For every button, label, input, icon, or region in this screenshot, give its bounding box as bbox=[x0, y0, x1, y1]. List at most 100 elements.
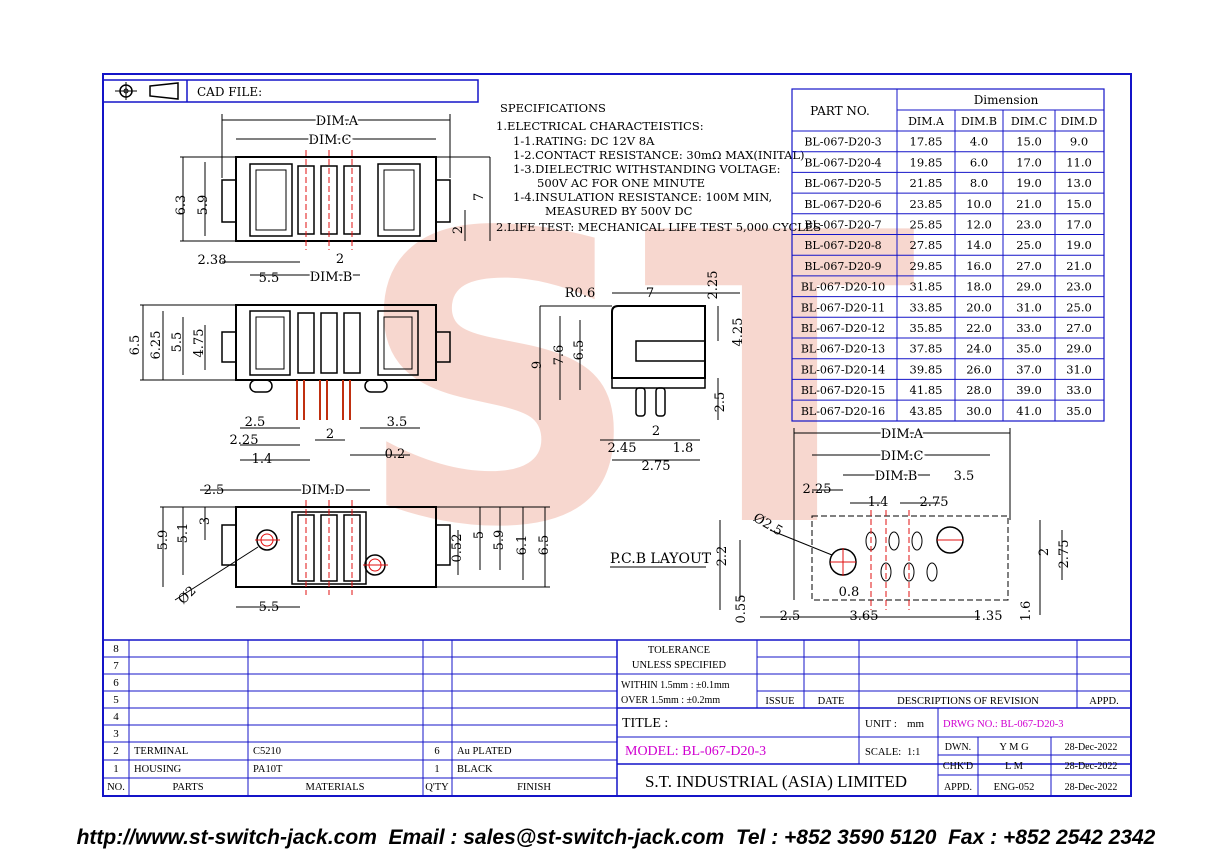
bom-item-terminal: TERMINAL C5210 6 Au PLATED bbox=[134, 746, 512, 757]
dimension-cell: 41.0 bbox=[1016, 404, 1042, 418]
quantity: 1 bbox=[434, 764, 439, 775]
model-number: MODEL: BL-067-D20-3 bbox=[625, 744, 766, 759]
bom-row-number: 4 bbox=[113, 711, 119, 723]
dimension-cell: 14.0 bbox=[966, 238, 992, 252]
dimension-cell: 43.85 bbox=[910, 404, 943, 418]
front-view: 6.5 6.25 5.5 4.75 2.5 2 3.5 2.25 1.4 0.2 bbox=[128, 304, 451, 467]
dim-1-4: 1.4 bbox=[868, 495, 889, 510]
part-number-cell: BL-067-D20-5 bbox=[804, 177, 881, 190]
dim-2-2: 2.2 bbox=[715, 546, 730, 567]
signoff-name: Y M G bbox=[999, 742, 1029, 753]
dim-3-65: 3.65 bbox=[850, 609, 879, 624]
dimension-header: Dimension bbox=[974, 93, 1039, 107]
dim-7: 7 bbox=[646, 286, 654, 301]
finish: Au PLATED bbox=[457, 746, 512, 757]
dimension-cell: 31.85 bbox=[910, 280, 943, 294]
dim-2: 2 bbox=[652, 424, 660, 439]
company-name: S.T. INDUSTRIAL (ASIA) LIMITED bbox=[645, 772, 907, 791]
dim-2-5: 2.5 bbox=[713, 392, 728, 413]
dim-2: 2 bbox=[336, 252, 344, 267]
dimension-cell: 10.0 bbox=[966, 197, 992, 211]
st-watermark: ST bbox=[355, 150, 918, 615]
dim-5: 5 bbox=[472, 531, 487, 539]
part-number-cell: BL-067-D20-7 bbox=[804, 219, 881, 232]
dimension-cell: 15.0 bbox=[1066, 197, 1092, 211]
unit-label: UNIT : bbox=[865, 718, 897, 730]
part-number-cell: BL-067-D20-9 bbox=[804, 260, 881, 273]
dim-1-35: 1.35 bbox=[974, 609, 1003, 624]
signoff-name: L M bbox=[1005, 761, 1024, 772]
dimension-cell: 35.0 bbox=[1066, 404, 1092, 418]
dim-0-8: 0.8 bbox=[839, 585, 860, 600]
specifications: SPECIFICATIONS 1.ELECTRICAL CHARACTEISTI… bbox=[496, 101, 821, 234]
part-number-cell: BL-067-D20-10 bbox=[801, 281, 885, 294]
part-number-cell: BL-067-D20-6 bbox=[804, 198, 881, 211]
dim-2-5: 2.5 bbox=[204, 483, 225, 498]
dim-5-5: 5.5 bbox=[259, 600, 280, 615]
dim-7-6: 7.6 bbox=[552, 345, 567, 366]
title-label: TITLE : bbox=[622, 716, 668, 731]
dimension-cell: 23.0 bbox=[1016, 218, 1042, 232]
dimension-cell: 25.0 bbox=[1016, 238, 1042, 252]
dim-4-25: 4.25 bbox=[731, 318, 746, 347]
part-number-cell: BL-067-D20-4 bbox=[804, 156, 881, 169]
bom-row-number: 8 bbox=[113, 643, 119, 655]
bom-header-no: NO. bbox=[107, 782, 125, 793]
dim-2-5: 2.5 bbox=[245, 415, 266, 430]
dim-2-75: 2.75 bbox=[642, 459, 671, 474]
cad-file-label: CAD FILE: bbox=[197, 85, 262, 99]
dim-5-1: 5.1 bbox=[176, 523, 191, 544]
dim-c-label: DIM.C bbox=[881, 449, 924, 464]
spec-line: 1-4.INSULATION RESISTANCE: 100M MIN, bbox=[513, 190, 772, 204]
dim-2-25: 2.25 bbox=[803, 482, 832, 497]
tolerance-within: WITHIN 1.5mm : ±0.1mm bbox=[621, 680, 730, 691]
contact-footer: http://www.st-switch-jack.com Email : sa… bbox=[76, 826, 1156, 849]
dimension-cell: 41.85 bbox=[910, 383, 943, 397]
dim-b-label: DIM.B bbox=[310, 270, 353, 285]
dim-6-5: 6.5 bbox=[537, 535, 552, 556]
dimension-cell: 11.0 bbox=[1066, 155, 1092, 169]
signoff-role: DWN. bbox=[945, 742, 971, 753]
bom-row-number: 6 bbox=[113, 677, 119, 689]
dim-1-6: 1.6 bbox=[1019, 601, 1034, 622]
dim-3: 3 bbox=[198, 517, 213, 525]
dimension-cell: 33.85 bbox=[910, 300, 943, 314]
dimension-cell: 35.0 bbox=[1016, 342, 1042, 356]
dim-2-38: 2.38 bbox=[198, 253, 227, 268]
dimension-cell: 24.0 bbox=[966, 342, 992, 356]
approved-header: APPD. bbox=[1089, 696, 1118, 707]
dim-b-label: DIM.B bbox=[875, 469, 918, 484]
signoff-date: 28-Dec-2022 bbox=[1065, 782, 1118, 793]
spec-title: SPECIFICATIONS bbox=[500, 101, 606, 115]
part-number-cell: BL-067-D20-11 bbox=[801, 301, 885, 314]
projection-cone-icon bbox=[149, 82, 179, 100]
spec-line: 1.ELECTRICAL CHARACTEISTICS: bbox=[496, 119, 704, 133]
spec-line: 1-1.RATING: DC 12V 8A bbox=[513, 134, 655, 148]
dimension-cell: 17.0 bbox=[1066, 218, 1092, 232]
dimension-cell: 28.0 bbox=[966, 383, 992, 397]
dimension-cell: 21.0 bbox=[1016, 197, 1042, 211]
dim-a-label: DIM.A bbox=[881, 427, 924, 442]
dim-2: 2 bbox=[1037, 548, 1052, 556]
dim-0-2: 0.2 bbox=[385, 447, 406, 462]
dimension-cell: 23.0 bbox=[1066, 280, 1092, 294]
dim-3-5: 3.5 bbox=[387, 415, 408, 430]
dimension-cell: 18.0 bbox=[966, 280, 992, 294]
dim-9: 9 bbox=[530, 361, 545, 369]
bom-row-number: 7 bbox=[113, 660, 119, 672]
dimension-cell: 6.0 bbox=[970, 155, 988, 169]
issue-header: ISSUE bbox=[765, 696, 794, 707]
bom-row-number: 5 bbox=[113, 694, 119, 706]
signoff-role: APPD. bbox=[944, 782, 972, 793]
dim-3-5: 3.5 bbox=[954, 469, 975, 484]
dimension-cell: 20.0 bbox=[966, 300, 992, 314]
material: PA10T bbox=[253, 764, 283, 775]
dimension-cell: 35.85 bbox=[910, 321, 943, 335]
dim-5-9: 5.9 bbox=[492, 530, 507, 551]
spec-line: 500V AC FOR ONE MINUTE bbox=[537, 176, 705, 190]
dimension-cell: 13.0 bbox=[1066, 176, 1092, 190]
part-number-cell: BL-067-D20-15 bbox=[801, 384, 885, 397]
dim-6-1: 6.1 bbox=[515, 535, 530, 556]
dimension-cell: 19.85 bbox=[910, 155, 943, 169]
